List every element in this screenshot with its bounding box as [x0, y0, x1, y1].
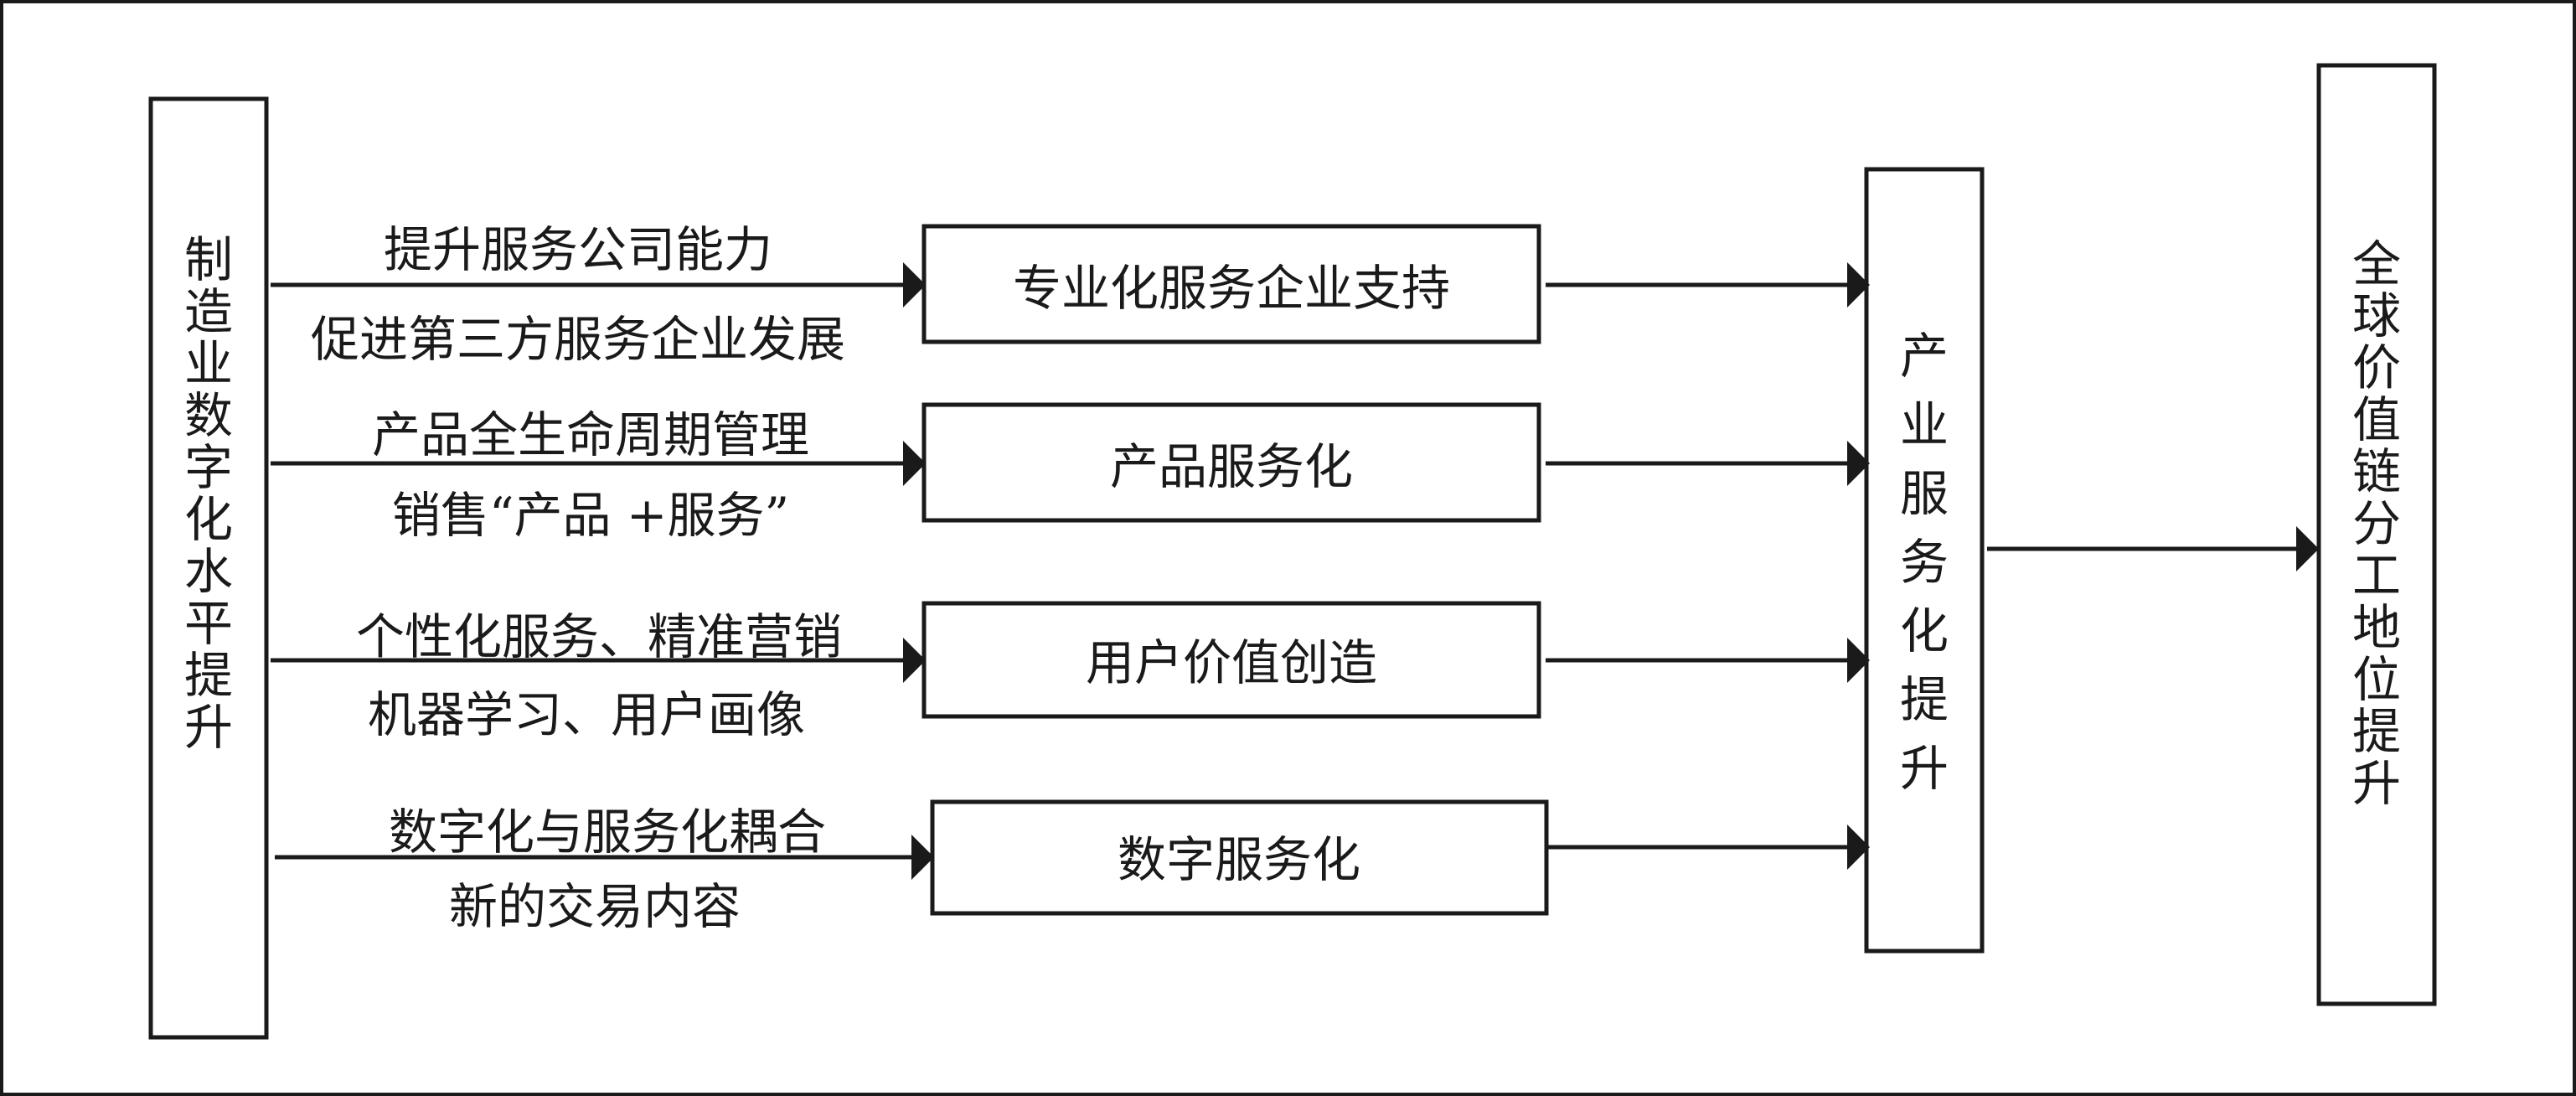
edge-3-label-above: 个性化服务、精准营销: [356, 608, 842, 665]
edge-4-label-above: 数字化与服务化耦合: [389, 804, 826, 861]
node-industry-servitization-box: [1864, 167, 1985, 954]
edge-3-arrowhead: [903, 638, 926, 683]
node-digital-servitization: 数字服务化: [930, 799, 1549, 916]
node-industry-servitization: 产业服务化提升: [1864, 167, 1985, 954]
node-product-servitization: 产品服务化: [921, 402, 1541, 523]
node-user-value-label: 用户价值创造: [1086, 634, 1377, 691]
node-professional-service: 专业化服务企业支持: [921, 224, 1541, 344]
edge-1-arrowhead: [903, 262, 926, 308]
node-global-value-chain-box: [2316, 63, 2437, 1006]
node-industry-servitization-label: 产业服务化提升: [1900, 328, 1949, 797]
edge-3-label-below: 机器学习、用户画像: [368, 686, 805, 743]
node-product-servitization-box: [921, 402, 1541, 523]
edge-2-arrowhead: [903, 441, 926, 486]
edge-6: [1546, 441, 1870, 486]
edge-9: [1987, 526, 2319, 571]
edge-7: [1546, 638, 1870, 683]
node-user-value: 用户价值创造: [921, 601, 1541, 719]
edge-1: 提升服务公司能力 促进第三方服务企业发展: [271, 221, 926, 368]
edge-4: 数字化与服务化耦合 新的交易内容: [275, 804, 934, 935]
edge-7-arrowhead: [1847, 638, 1870, 683]
edge-2-label-above: 产品全生命周期管理: [372, 406, 809, 463]
edge-4-label-below: 新的交易内容: [449, 878, 741, 935]
edge-2: 产品全生命周期管理 销售“产品 +服务”: [271, 406, 926, 544]
edge-5-arrowhead: [1847, 262, 1870, 308]
node-digital-level-label: 制造业数字化水平提升: [184, 231, 233, 756]
node-user-value-box: [921, 601, 1541, 719]
node-digital-servitization-label: 数字服务化: [1118, 831, 1360, 888]
edge-2-label-below: 销售“产品 +服务”: [392, 487, 789, 544]
node-professional-service-label: 专业化服务企业支持: [1013, 260, 1450, 317]
node-digital-level: 制造业数字化水平提升: [148, 96, 269, 1040]
edge-5: [1546, 262, 1870, 308]
node-digital-level-box: [148, 96, 269, 1040]
edge-9-arrowhead: [2296, 526, 2319, 571]
node-global-value-chain: 全球价值链分工地位提升: [2316, 63, 2437, 1006]
edge-8: [1546, 825, 1870, 870]
edge-3: 个性化服务、精准营销 机器学习、用户画像: [271, 608, 926, 743]
edge-6-arrowhead: [1847, 441, 1870, 486]
node-global-value-chain-label: 全球价值链分工地位提升: [2352, 235, 2401, 812]
edge-8-arrowhead: [1847, 825, 1870, 870]
node-product-servitization-label: 产品服务化: [1110, 438, 1353, 495]
edge-1-label-above: 提升服务公司能力: [384, 221, 772, 278]
edge-1-label-below: 促进第三方服务企业发展: [311, 311, 845, 368]
edge-4-arrowhead: [911, 835, 934, 880]
node-professional-service-box: [921, 224, 1541, 344]
